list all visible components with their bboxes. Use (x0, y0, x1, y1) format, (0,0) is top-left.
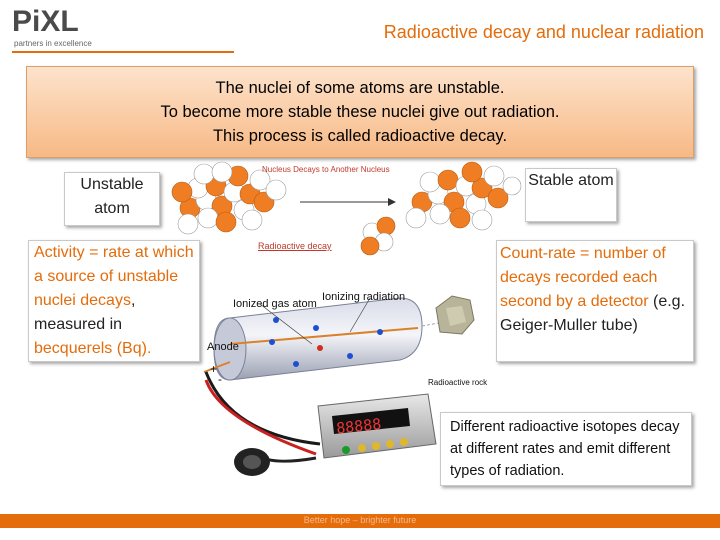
radioactive-rock-label: Radioactive rock (428, 378, 488, 387)
count-rate-definition: Count-rate = number of decays recorded e… (496, 240, 694, 362)
nucleus-decays-label: Nucleus Decays to Another Nucleus (262, 165, 390, 174)
intro-line-3: This process is called radioactive decay… (212, 127, 508, 145)
geiger-counter-illustration: 88888 (203, 295, 475, 476)
gas-ions (269, 317, 383, 367)
emitted-particle (360, 216, 396, 256)
intro-banner: The nuclei of some atoms are unstable. T… (26, 66, 694, 158)
ion-pointer (259, 303, 313, 345)
logo-subtitle: partners in excellence (14, 39, 92, 48)
nucleus-decay-illustration: Nucleus Decays to Another Nucleus (171, 161, 522, 256)
stable-nucleus (405, 161, 522, 231)
unstable-atom-label: Unstable atom (64, 172, 160, 226)
count-rate-part-2: (e.g. Geiger-Muller tube) (500, 293, 686, 334)
intro-line-2: To become more stable these nuclei give … (160, 103, 560, 121)
isotopes-note: Different radioactive isotopes decay at … (440, 412, 692, 486)
speaker-icon (234, 448, 270, 476)
radioactive-decay-label: Radioactive decay (258, 241, 332, 251)
cables (204, 371, 321, 463)
radiation-pointer (349, 297, 371, 333)
decay-arrow (300, 198, 396, 206)
footer-tagline: Better hope – brighter future (303, 515, 417, 525)
anode-label: Anode (207, 341, 239, 353)
ionized-gas-atom-label: Ionized gas atom (233, 298, 317, 310)
unstable-nucleus (171, 161, 287, 235)
counter-meter: 88888 (317, 393, 437, 459)
minus-terminal-label: - (218, 372, 222, 386)
intro-line-1: The nuclei of some atoms are unstable. (215, 79, 505, 97)
stable-atom-label: Stable atom (525, 168, 617, 222)
footer-bottom-strip (0, 528, 720, 540)
page-title: Radioactive decay and nuclear radiation (383, 22, 704, 42)
count-rate-part-1: Count-rate = number of decays recorded e… (500, 245, 666, 310)
footer-bar (0, 514, 720, 528)
plus-terminal-label: + (210, 362, 218, 376)
activity-part-3: becquerels (Bq). (34, 340, 152, 357)
activity-definition: Activity = rate at which a source of uns… (28, 240, 200, 362)
header-rule (12, 51, 234, 53)
geiger-tube (203, 297, 423, 381)
radioactive-rock (435, 295, 475, 335)
pixl-logo: PiXL (12, 5, 79, 38)
counter-display: 88888 (335, 415, 382, 438)
activity-part-2: , measured in (34, 292, 136, 333)
ionizing-radiation-label: Ionizing radiation (322, 291, 406, 303)
activity-part-1: Activity = rate at which a source of uns… (34, 244, 194, 309)
radiation-path (421, 321, 445, 327)
